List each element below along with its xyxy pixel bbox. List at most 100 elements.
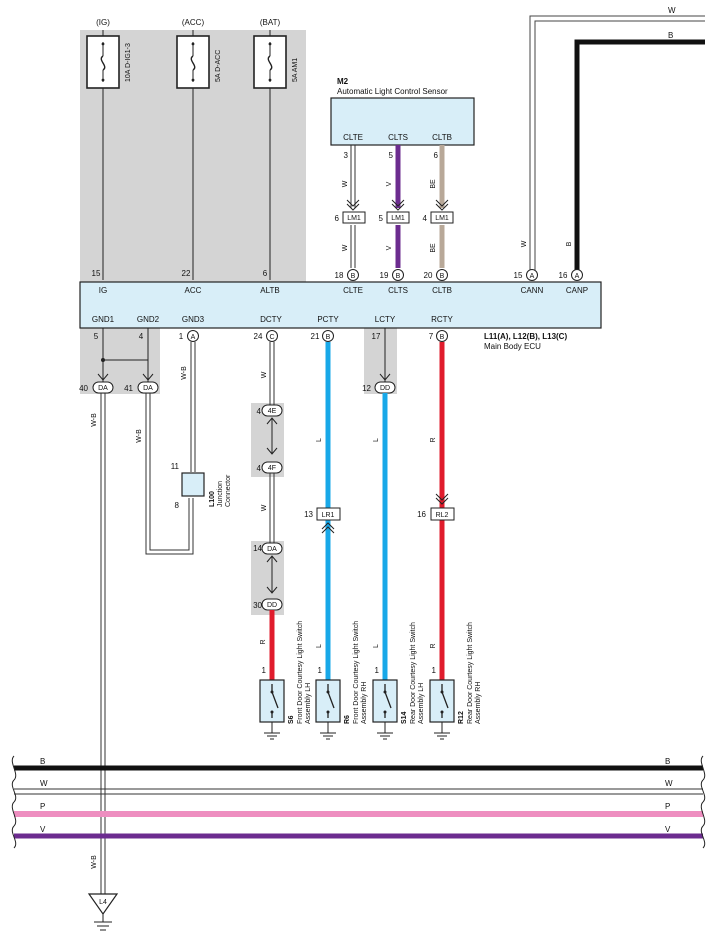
jc-name-line1: Junction bbox=[217, 481, 224, 507]
switch-name-line2: Assembly RH bbox=[361, 682, 368, 724]
switch-name-line1: Rear Door Courtesy Light Switch bbox=[410, 622, 417, 724]
ecu-top-pins: IG 15 ACC 22 ALTB 6 CLTE 18 B CLTS 19 B … bbox=[92, 269, 588, 295]
light-control-sensor: M2 Automatic Light Control Sensor CLTE C… bbox=[330, 77, 475, 146]
sensor-name: Automatic Light Control Sensor bbox=[337, 87, 448, 96]
ground-point-l4: L4 bbox=[87, 893, 119, 931]
switch-code: R6 bbox=[344, 715, 351, 724]
bus-label-left: P bbox=[40, 802, 45, 811]
sensor-pin-label: CLTB bbox=[432, 133, 452, 142]
wire-color-label: L bbox=[316, 644, 323, 648]
sensor-code: M2 bbox=[337, 77, 349, 86]
connector-lm1-clte: LM1 6 bbox=[335, 199, 366, 224]
can-wire-label-b: B bbox=[668, 31, 673, 40]
jc-name-line2: Connector bbox=[225, 474, 232, 507]
switch-name-line2: Assembly LH bbox=[305, 683, 312, 724]
ecu-pin-conn: C bbox=[269, 334, 274, 341]
junction-connector-l100: 11 8 L100 Junction Connector bbox=[171, 462, 232, 510]
wire-cltb: 6 BE BE bbox=[430, 145, 445, 268]
switch-s6: 1 S6 Front Door Courtesy Light Switch As… bbox=[259, 621, 312, 740]
bus-lines: B B W W P P V V bbox=[11, 755, 706, 849]
switch-code: S6 bbox=[288, 715, 295, 724]
wire-color-label: BE bbox=[430, 179, 437, 189]
wire-color-label: BE bbox=[430, 243, 437, 253]
bus-label-left: B bbox=[40, 757, 45, 766]
ecu-pin-number: 24 bbox=[254, 332, 263, 341]
splice-conn: 4E bbox=[268, 408, 277, 415]
connector-label: LM1 bbox=[435, 215, 449, 222]
jc-pin-bottom: 8 bbox=[175, 501, 180, 510]
ecu-pin-label: PCTY bbox=[317, 315, 339, 324]
ground-label: L4 bbox=[99, 899, 107, 906]
ecu-pin-label: CANN bbox=[521, 286, 544, 295]
ecu-pin-label: CLTS bbox=[388, 286, 408, 295]
splice-number: 14 bbox=[253, 544, 262, 553]
wire-color-label: R bbox=[430, 643, 437, 648]
bus-label-left: W bbox=[40, 779, 48, 788]
switch-code: S14 bbox=[401, 711, 408, 724]
switch-pin: 1 bbox=[375, 666, 380, 675]
ecu-pin-label: IG bbox=[99, 286, 107, 295]
switch-name-line1: Front Door Courtesy Light Switch bbox=[297, 621, 304, 724]
connector-label: RL2 bbox=[436, 512, 449, 519]
pin-number: 16 bbox=[417, 510, 426, 519]
fuse-ig: (IG) 10A D-IG1-3 bbox=[86, 18, 132, 280]
ecu-pin-conn: B bbox=[351, 273, 356, 280]
ecu-pin-label: GND3 bbox=[182, 315, 205, 324]
splice-number: 40 bbox=[79, 384, 88, 393]
bus-label-right: B bbox=[665, 757, 670, 766]
jc-pin-top: 11 bbox=[171, 462, 180, 471]
switch-r6: 1 R6 Front Door Courtesy Light Switch As… bbox=[315, 621, 368, 740]
ecu-pin-label: RCTY bbox=[431, 315, 453, 324]
pin-number: 4 bbox=[423, 214, 428, 223]
wire-color-label: W-B bbox=[91, 413, 98, 427]
connector-lm1-clts: LM1 5 bbox=[379, 199, 410, 224]
switch-name-line2: Assembly RH bbox=[475, 682, 482, 724]
ecu-pin-number: 22 bbox=[182, 269, 191, 278]
switch-name-line1: Front Door Courtesy Light Switch bbox=[353, 621, 360, 724]
wire-color-label: L bbox=[316, 438, 323, 442]
splice-number: 41 bbox=[124, 384, 133, 393]
ecu-pin-number: 19 bbox=[380, 271, 389, 280]
dcty-circuit: W 4 4E 4 4F W 14 DA 30 DD R bbox=[253, 342, 283, 680]
splice-number: 4 bbox=[257, 407, 262, 416]
ecu-pin-label: GND2 bbox=[137, 315, 160, 324]
ecu-pin-number: 4 bbox=[139, 332, 144, 341]
bus-label-right: V bbox=[665, 825, 671, 834]
switch-name-line2: Assembly LH bbox=[418, 683, 425, 724]
ecu-pin-label: GND1 bbox=[92, 315, 115, 324]
ecu-pin-number: 6 bbox=[263, 269, 268, 278]
wire-clte: 3 W W bbox=[342, 145, 356, 268]
ecu-pin-number: 1 bbox=[179, 332, 184, 341]
pin-number: 13 bbox=[304, 510, 313, 519]
connector-label: LM1 bbox=[391, 215, 405, 222]
ecu-pin-conn: A bbox=[575, 273, 580, 280]
rcty-circuit: R R RL2 16 bbox=[417, 342, 455, 680]
ecu-pin-conn: B bbox=[396, 273, 401, 280]
switch-pin: 1 bbox=[262, 666, 267, 675]
connector-label: LM1 bbox=[347, 215, 361, 222]
ecu-pin-number: 16 bbox=[559, 271, 568, 280]
wire-color-label: W bbox=[342, 244, 349, 251]
jc-code: L100 bbox=[209, 491, 216, 507]
ecu-pin-number: 17 bbox=[372, 332, 381, 341]
ecu-pin-number: 7 bbox=[429, 332, 434, 341]
can-wires: W B W B bbox=[521, 6, 705, 270]
ecu-pin-number: 15 bbox=[92, 269, 101, 278]
wire-color-label: W bbox=[261, 504, 268, 511]
ecu-pin-label: ALTB bbox=[260, 286, 279, 295]
sensor-pin-label: CLTE bbox=[343, 133, 363, 142]
ecu-pin-label: CANP bbox=[566, 286, 588, 295]
ecu-pin-label: LCTY bbox=[375, 315, 396, 324]
splice-conn: DD bbox=[380, 385, 390, 392]
splice-conn: DA bbox=[98, 385, 108, 392]
ecu-bottom-pins: GND1 5 GND2 4 GND3 1 A DCTY 24 C PCTY 21… bbox=[92, 315, 454, 342]
ecu-pin-label: DCTY bbox=[260, 315, 282, 324]
bus-label-left: V bbox=[40, 825, 46, 834]
fuse-supply-label: (IG) bbox=[96, 18, 110, 27]
fuse-bat: (BAT) 5A AM1 bbox=[253, 18, 299, 280]
splice-conn: 4F bbox=[268, 465, 276, 472]
connector-lm1-cltb: LM1 4 bbox=[423, 199, 454, 224]
ecu-pin-conn: A bbox=[530, 273, 535, 280]
ecu-pin-conn: B bbox=[440, 273, 445, 280]
